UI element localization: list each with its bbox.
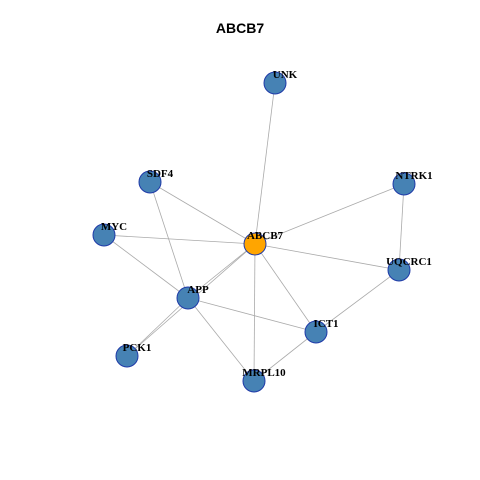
node-label-sdf4: SDF4 (147, 168, 174, 180)
graph-title: ABCB7 (215, 20, 265, 36)
edge-layer (103, 82, 405, 382)
edge-myc-app (103, 234, 189, 299)
node-label-myc: MYC (101, 221, 127, 233)
node-label-app: APP (187, 284, 209, 296)
edge-abcb7-ntrk1 (254, 183, 405, 245)
node-label-mrpl10: MRPL10 (242, 367, 286, 379)
node-layer (92, 71, 416, 393)
edge-app-ict1 (187, 297, 317, 333)
edge-ict1-mrpl10 (253, 331, 317, 382)
node-unk[interactable] (263, 71, 287, 95)
node-label-ict1: ICT1 (313, 318, 338, 330)
edge-abcb7-uqcrc1 (254, 243, 400, 271)
node-label-uqcrc1: UQCRC1 (386, 256, 432, 268)
node-label-abcb7: ABCB7 (247, 230, 284, 242)
node-label-pck1: PCK1 (123, 342, 152, 354)
node-ntrk1[interactable] (392, 172, 416, 196)
edge-abcb7-myc (103, 234, 256, 245)
edge-uqcrc1-ict1 (315, 269, 400, 333)
node-app[interactable] (176, 286, 200, 310)
node-sdf4[interactable] (138, 170, 162, 194)
node-ict1[interactable] (304, 320, 328, 344)
edge-sdf4-app (149, 181, 189, 299)
node-label-unk: UNK (273, 69, 298, 81)
edge-abcb7-mrpl10 (253, 243, 256, 382)
edge-ntrk1-uqcrc1 (398, 183, 405, 271)
edge-app-pck1 (126, 297, 189, 357)
edge-app-mrpl10 (187, 297, 255, 382)
node-myc[interactable] (92, 223, 116, 247)
node-label-ntrk1: NTRK1 (395, 170, 432, 182)
node-pck1[interactable] (115, 344, 139, 368)
edge-abcb7-sdf4 (149, 181, 256, 245)
edge-abcb7-app (187, 243, 256, 299)
node-mrpl10[interactable] (242, 369, 266, 393)
node-uqcrc1[interactable] (387, 258, 411, 282)
edge-abcb7-ict1 (254, 243, 317, 333)
node-abcb7[interactable] (243, 232, 267, 256)
edge-abcb7-unk (254, 82, 276, 245)
